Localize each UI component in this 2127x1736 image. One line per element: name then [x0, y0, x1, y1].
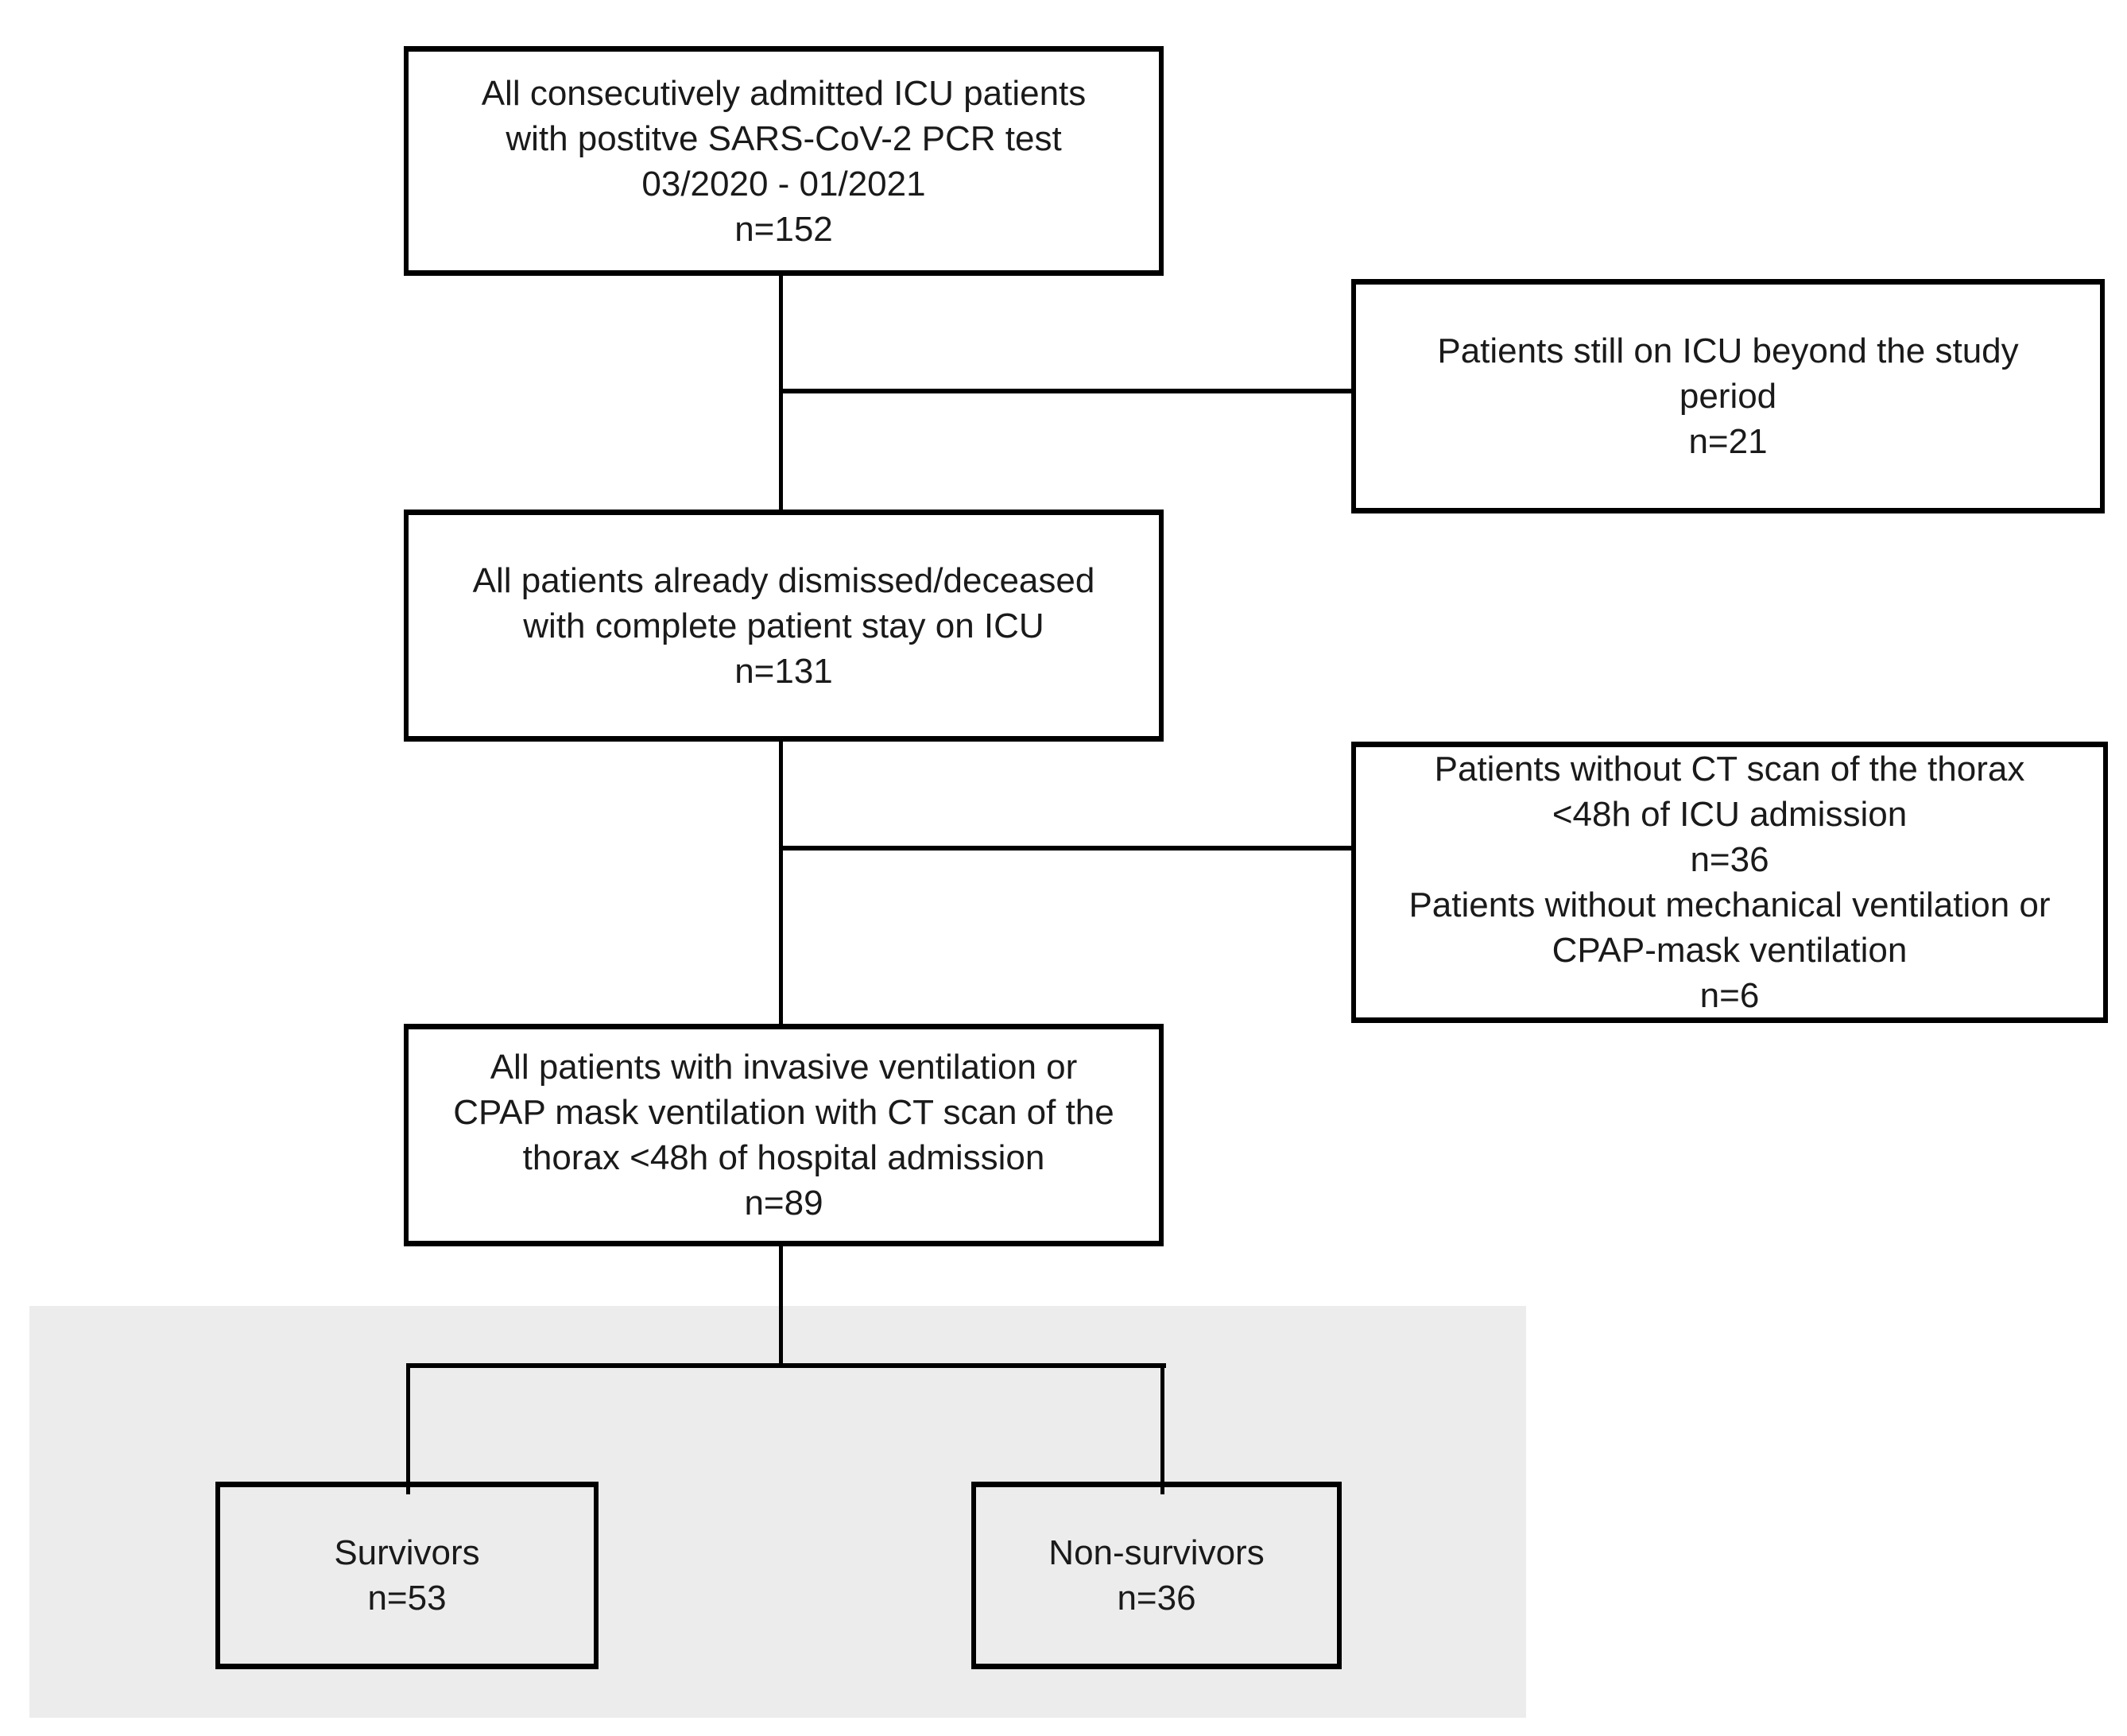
box-count-line: n=53 [367, 1579, 447, 1618]
box-complete-icu-stay: All patients already dismissed/deceased … [404, 510, 1164, 742]
box-analyzed-ventilated-with-ct: All patients with invasive ventilation o… [404, 1024, 1164, 1246]
box-text-line: Patients without CT scan of the thorax [1434, 750, 2025, 789]
outcome-highlight-panel [29, 1306, 1526, 1718]
connector-branch-excluded-no-ct-or-ventilation [779, 846, 1351, 851]
box-count-line: n=6 [1699, 976, 1760, 1015]
box-text-line: Patients still on ICU beyond the study [1437, 331, 2019, 370]
box-text-line: Survivors [334, 1533, 480, 1572]
connector-outcome-split [406, 1363, 1166, 1368]
box-count-line: n=89 [744, 1184, 823, 1223]
box-text-line: Patients without mechanical ventilation … [1408, 885, 2051, 924]
connector-drop-non-survivors [1160, 1363, 1164, 1494]
box-survivors: Survivors n=53 [215, 1482, 599, 1669]
connector-branch-excluded-still-on-icu [779, 389, 1351, 393]
connector-drop-survivors [406, 1363, 410, 1494]
box-text-line: <48h of ICU admission [1552, 795, 1908, 834]
box-text-line: 03/2020 - 01/2021 [641, 164, 926, 203]
box-excluded-no-ct-or-ventilation: Patients without CT scan of the thorax <… [1351, 742, 2108, 1023]
box-count-line: n=131 [734, 651, 833, 691]
box-enrollment: All consecutively admitted ICU patients … [404, 46, 1164, 276]
box-non-survivors: Non-survivors n=36 [971, 1482, 1342, 1669]
connector-analyzed-to-split [779, 1246, 783, 1368]
box-text-line: thorax <48h of hospital admission [522, 1138, 1045, 1177]
box-text-line: with complete patient stay on ICU [523, 606, 1044, 645]
box-count-line: n=36 [1690, 840, 1769, 879]
connector-complete-stay-to-analyzed [779, 742, 783, 1024]
box-excluded-still-on-icu: Patients still on ICU beyond the study p… [1351, 279, 2105, 513]
box-count-line: n=152 [734, 209, 833, 249]
box-text-line: All consecutively admitted ICU patients [481, 73, 1087, 113]
box-text-line: Non-survivors [1048, 1533, 1265, 1572]
box-text-line: All patients with invasive ventilation o… [490, 1048, 1078, 1087]
box-count-line: n=36 [1117, 1579, 1196, 1618]
box-count-line: n=21 [1688, 422, 1768, 461]
box-text-line: period [1679, 377, 1777, 416]
box-text-line: CPAP mask ventilation with CT scan of th… [453, 1093, 1114, 1132]
box-text-line: CPAP-mask ventilation [1552, 931, 1908, 970]
box-text-line: with postitve SARS-CoV-2 PCR test [506, 118, 1062, 158]
box-text-line: All patients already dismissed/deceased [472, 560, 1095, 600]
